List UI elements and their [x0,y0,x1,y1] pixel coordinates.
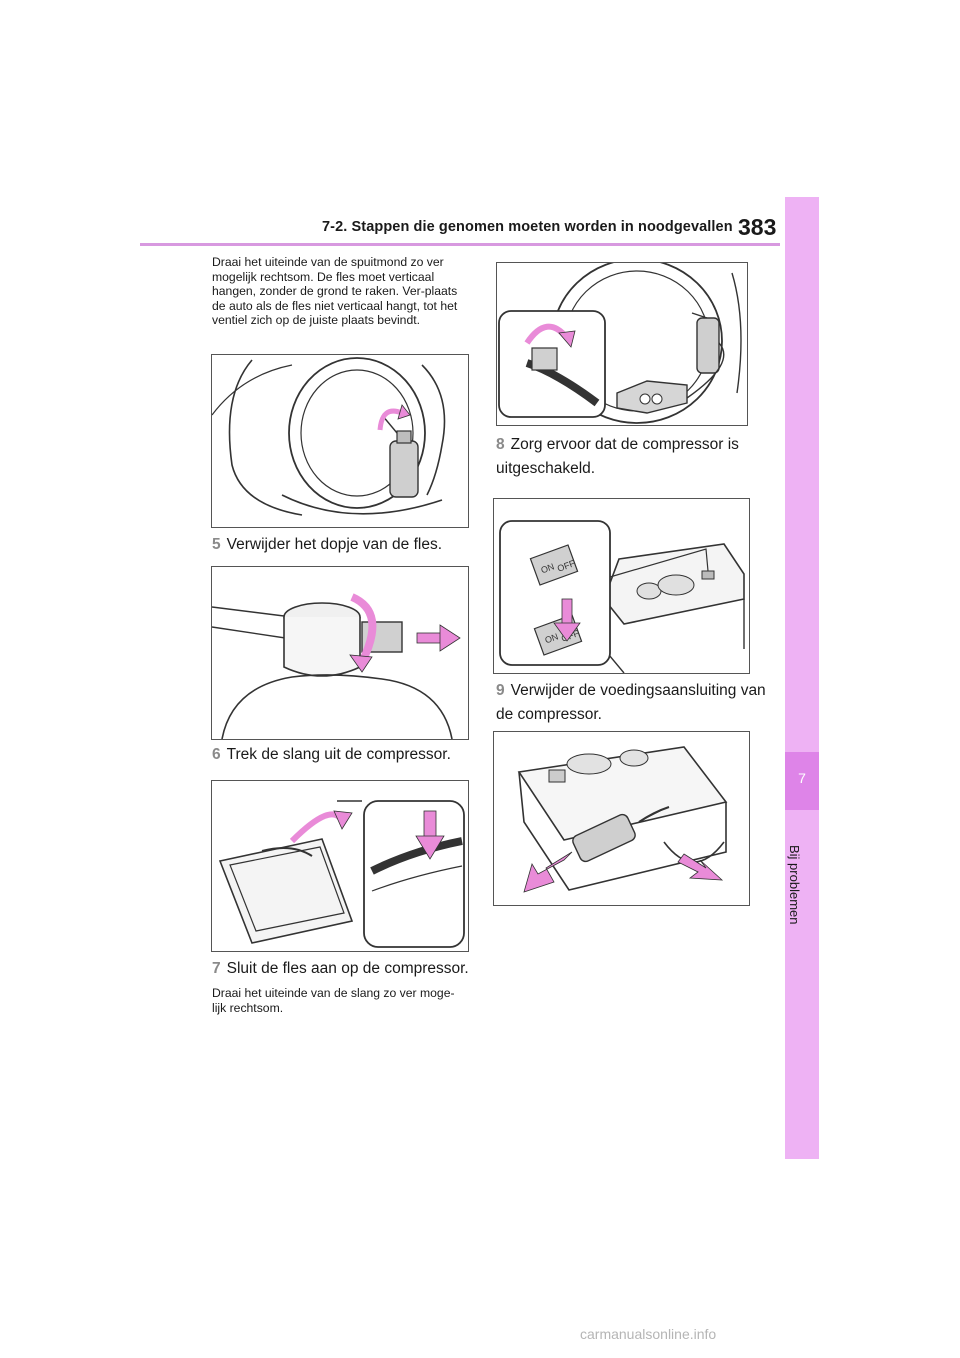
step-5: 5 Verwijder het dopje van de fles. [212,533,472,557]
step-9-number: 9 [496,682,505,699]
intro-text: Draai het uiteinde van de spuitmond zo v… [212,255,458,328]
step-6-text: Trek de slang uit de compressor. [226,746,451,763]
step-5-text: Verwijder het dopje van de fles. [226,536,443,553]
figure-switch-off: ON OFF ON OFF [493,498,750,674]
step-6: 6 Trek de slang uit de compressor. [212,743,472,767]
watermark: carmanualsonline.info [580,1326,717,1342]
step-6-number: 6 [212,746,221,763]
header-rule [140,243,780,246]
step-7-number: 7 [212,960,221,977]
chapter-number: 7 [798,770,806,786]
figure-compressor-connected [496,262,748,426]
switch-on-label-top: ON [539,561,555,575]
section-title: 7-2. Stappen die genomen moeten worden i… [322,219,733,235]
step-8-text: Zorg ervoor dat de compressor is uitgesc… [496,436,739,477]
step-8-number: 8 [496,436,505,453]
step-9-text: Verwijder de voedingsaansluiting van de … [496,682,766,723]
figure-pull-hose [211,780,469,952]
step-5-number: 5 [212,536,221,553]
chapter-side-tab [785,197,819,1159]
chapter-tab-marker [785,752,819,810]
chapter-label: Bij problemen [787,845,802,925]
figure-remove-power-plug [493,731,750,906]
page-number: 383 [738,214,777,240]
step-7-text: Sluit de fles aan op de compressor. [226,960,469,977]
step-7-note: Draai het uiteinde van de slang zo ver m… [212,986,455,1015]
figure-remove-cap [211,566,469,740]
switch-on-label-bottom: ON [543,631,559,645]
step-7: 7 Sluit de fles aan op de compressor. [212,957,482,981]
figure-bottle-on-wheel [211,354,469,528]
